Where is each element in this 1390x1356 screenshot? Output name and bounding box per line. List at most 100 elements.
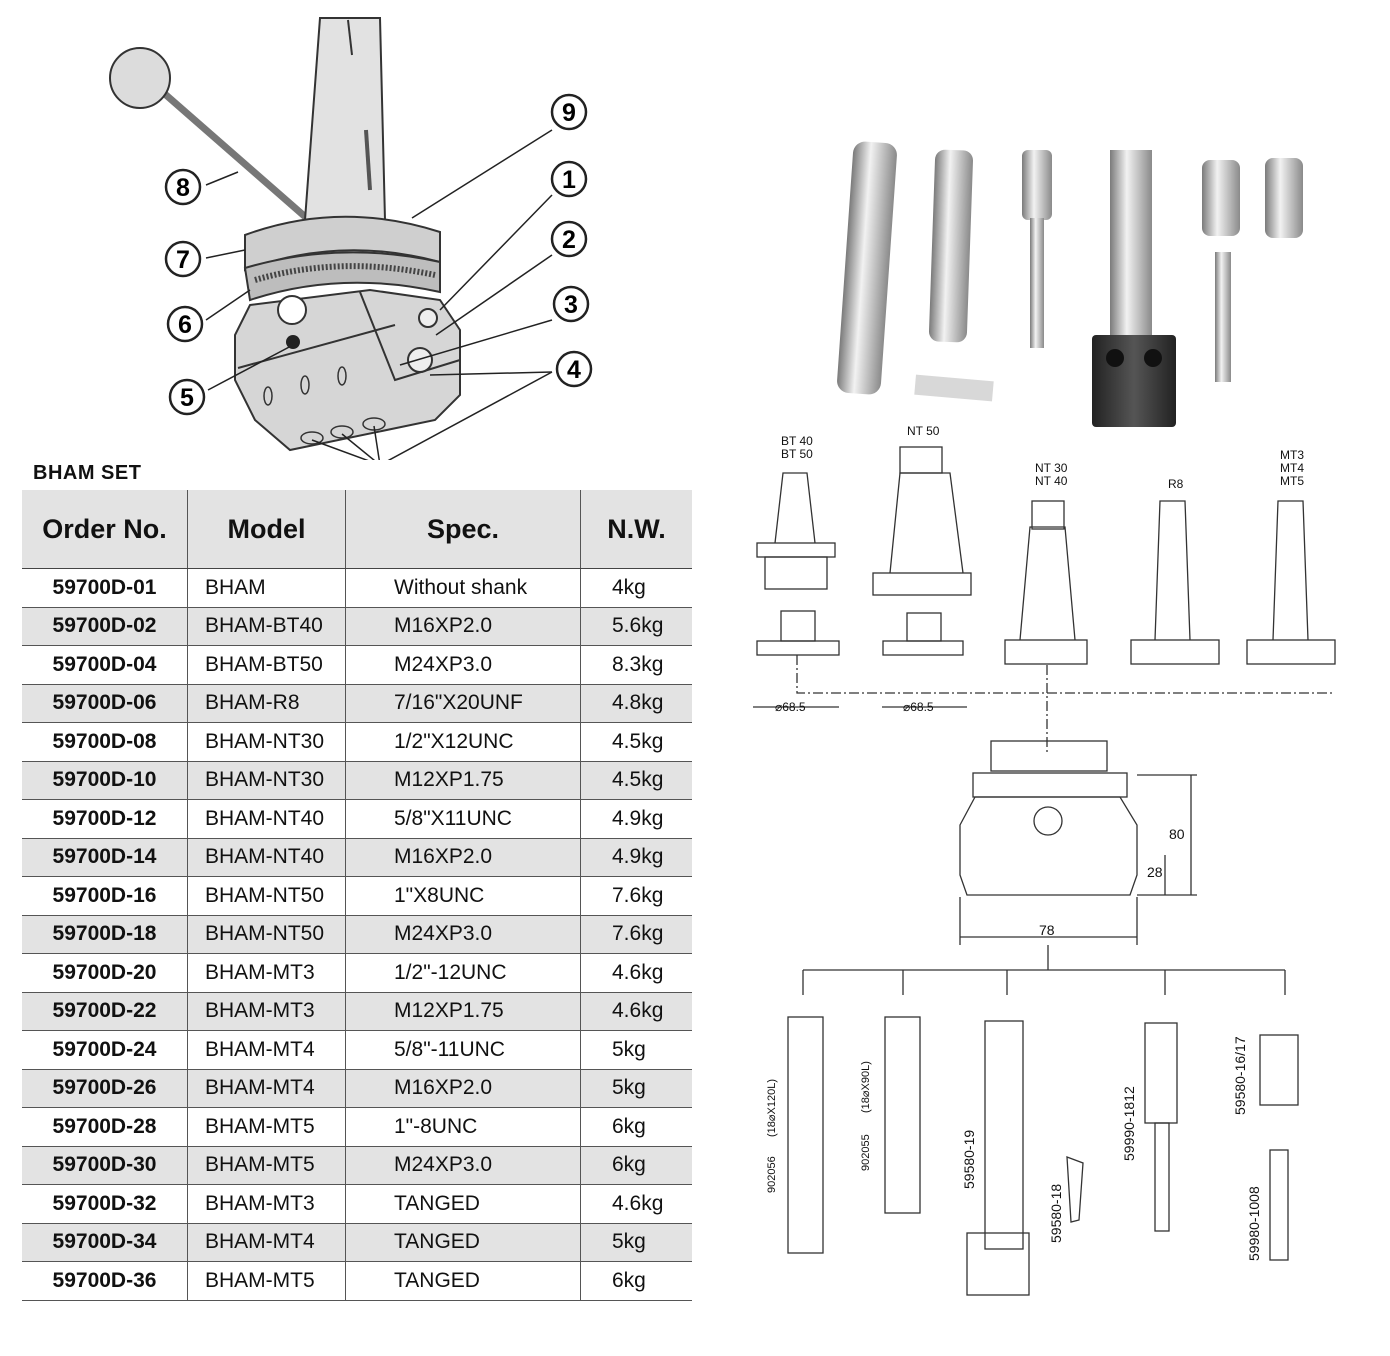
bar-902055 <box>884 1016 921 1214</box>
cell-model: BHAM-NT50 <box>187 915 346 954</box>
callout-6: 6 <box>166 305 204 343</box>
callout-1: 1 <box>550 160 588 198</box>
cell-model: BHAM-MT5 <box>187 1261 346 1301</box>
label-59580-18: 59580-18 <box>1048 1184 1064 1243</box>
cell-order-no: 59700D-16 <box>22 876 188 916</box>
dim-height: 80 <box>1169 826 1185 842</box>
label-nt30: NT 30 <box>1035 461 1068 475</box>
cell-model: BHAM-MT3 <box>187 953 346 993</box>
cell-spec: M16XP2.0 <box>345 607 581 646</box>
cell-model: BHAM-MT5 <box>187 1107 346 1147</box>
blank-59580-18 <box>1066 1156 1084 1223</box>
cell-spec: M16XP2.0 <box>345 1069 581 1108</box>
cell-spec: M16XP2.0 <box>345 838 581 877</box>
cell-spec: 1"X8UNC <box>345 876 581 916</box>
nt50-adapter <box>882 640 964 656</box>
cell-model: BHAM-NT40 <box>187 838 346 877</box>
nt-shank <box>1019 526 1076 641</box>
cell-spec: M24XP3.0 <box>345 645 581 685</box>
svg-text:1: 1 <box>562 166 576 194</box>
cell-order-no: 59700D-32 <box>22 1184 188 1224</box>
cell-spec: 1/2"X12UNC <box>345 722 581 762</box>
cell-order-no: 59700D-08 <box>22 722 188 762</box>
cell-model: BHAM-NT30 <box>187 722 346 762</box>
dim-dia-2: ⌀68.5 <box>903 700 934 714</box>
label-902056: 902056 <box>766 1156 778 1193</box>
cell-order-no: 59700D-12 <box>22 799 188 839</box>
cell-spec: 7/16"X20UNF <box>345 684 581 723</box>
cell-order-no: 59700D-01 <box>22 568 188 608</box>
callout-3: 3 <box>552 285 590 323</box>
cell-order-no: 59700D-24 <box>22 1030 188 1070</box>
label-59990-1812: 59990-1812 <box>1121 1086 1137 1161</box>
cell-nw: 4.6kg <box>580 1184 692 1224</box>
svg-text:6: 6 <box>178 311 192 339</box>
sleeve-59580-16 <box>1259 1034 1299 1106</box>
svg-text:9: 9 <box>562 99 576 127</box>
tool-59980-1008 <box>1269 1149 1289 1261</box>
lever-knob <box>109 47 171 109</box>
dim-width: 78 <box>1039 922 1055 938</box>
label-r8: R8 <box>1168 477 1184 491</box>
cell-model: BHAM-MT4 <box>187 1030 346 1070</box>
cell-spec: 1/2"-12UNC <box>345 953 581 993</box>
cell-order-no: 59700D-20 <box>22 953 188 993</box>
bar-902056 <box>787 1016 824 1254</box>
cell-spec: TANGED <box>345 1223 581 1262</box>
boring-59990-1812 <box>1144 1022 1178 1124</box>
bt-shank <box>774 472 816 544</box>
cell-spec: 5/8"-11UNC <box>345 1030 581 1070</box>
head-body-drawing <box>959 796 1138 896</box>
label-902056-size: (18⌀X120L) <box>766 1079 778 1137</box>
sleeve-1 <box>1202 160 1240 236</box>
label-nt40: NT 40 <box>1035 474 1068 488</box>
cell-nw: 8.3kg <box>580 645 692 685</box>
holder-59580-19 <box>984 1020 1024 1250</box>
cell-model: BHAM-NT50 <box>187 876 346 916</box>
boring-bar-short <box>929 149 973 343</box>
label-nt50: NT 50 <box>907 425 940 438</box>
cell-nw: 4.9kg <box>580 838 692 877</box>
cell-model: BHAM-MT5 <box>187 1146 346 1185</box>
knurled-dial <box>243 251 441 302</box>
col-nw: N.W. <box>580 490 692 569</box>
cell-spec: M12XP1.75 <box>345 761 581 800</box>
boring-head-illustration <box>109 17 553 460</box>
cell-order-no: 59700D-28 <box>22 1107 188 1147</box>
taper-shank <box>303 17 387 221</box>
svg-text:7: 7 <box>176 246 190 274</box>
callout-2: 2 <box>550 220 588 258</box>
mt-shank <box>1272 500 1309 641</box>
callout-8: 8 <box>164 168 202 206</box>
cell-nw: 4.5kg <box>580 761 692 800</box>
svg-text:2: 2 <box>562 226 576 254</box>
cell-order-no: 59700D-36 <box>22 1261 188 1301</box>
small-boring-tool <box>1215 252 1231 382</box>
label-bt50: BT 50 <box>781 447 813 461</box>
tool-blank <box>914 374 994 402</box>
label-mt5: MT5 <box>1280 474 1304 488</box>
cell-spec: M24XP3.0 <box>345 1146 581 1185</box>
head-dial <box>972 772 1128 798</box>
svg-text:8: 8 <box>176 174 190 202</box>
label-bt40: BT 40 <box>781 434 813 448</box>
callout-4: 4 <box>555 350 593 388</box>
dim-lower: 28 <box>1147 864 1163 880</box>
cell-model: BHAM-MT3 <box>187 992 346 1031</box>
cell-nw: 7.6kg <box>580 915 692 954</box>
cell-order-no: 59700D-18 <box>22 915 188 954</box>
cell-order-no: 59700D-02 <box>22 607 188 646</box>
